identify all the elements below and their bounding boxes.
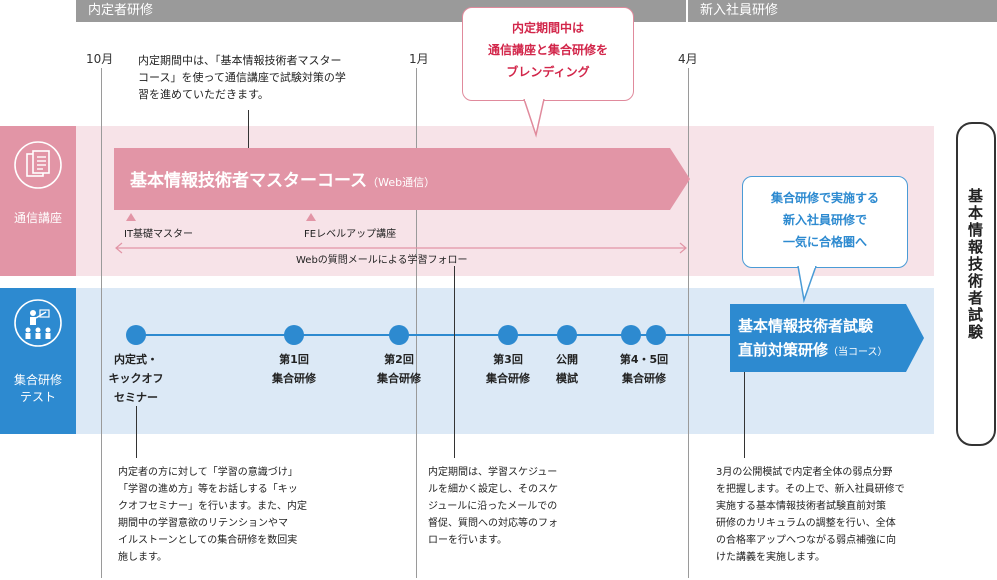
event-label-line: 公開 [556,353,578,366]
event-label-kickoff: 内定式・ キックオフ セミナー [96,350,176,407]
note-schedule: 内定期間は、学習スケジュー ルを細かく設定し、そのスケ ジュールに沿ったメールで… [428,464,558,549]
shinnyu-callout: 集合研修で実施する 新入社員研修で 一気に合格圏へ [742,176,908,268]
note-line: を把握します。その上で、新入社員研修で [716,484,905,495]
shinnyu-callout-line: 新入社員研修で [782,213,867,227]
timeline-line-april [688,68,689,578]
timeline-line-january [416,68,417,578]
note-line: 実施する基本情報技術者試験直前対策 [716,501,886,512]
phase-label-naiteisha: 内定者研修 [88,3,154,18]
month-october: 10月 [86,52,114,66]
final-course-text: 基本情報技術者試験 直前対策研修（当コース） [738,314,888,365]
course-arrow [114,148,690,210]
marker-fe-levelup: FEレベルアップ講座 [304,229,397,240]
final-course-arrow [730,304,924,372]
event-dot-1 [284,325,304,345]
timeline-axis [136,334,736,336]
note-kickoff: 内定者の方に対して「学習の意識づけ」 「学習の進め方」等をお話しする「キッ クオ… [118,464,307,566]
event-label-1: 第1回 集合研修 [256,350,332,388]
blend-callout-line: 通信講座と集合研修を [487,43,608,57]
note-line: 研修のカリキュラムの調整を行い、全体 [716,518,896,529]
note-connector-right [744,372,745,458]
phase-bar-shinnyu: 新入社員研修 [688,0,997,22]
event-label-line: 第1回 [279,353,309,366]
event-dot-moshi [557,325,577,345]
event-label-moshi: 公開 模試 [541,350,593,388]
triangle-marker-icon [126,213,136,221]
shinnyu-callout-tail [797,266,817,303]
blend-callout-line: ブレンディング [506,65,590,79]
row-label-tsushin-text: 通信講座 [13,211,62,225]
note-moshi: 3月の公開模試で内定者全体の弱点分野 を把握します。その上で、新入社員研修で 実… [716,464,905,566]
event-label-2: 第2回 集合研修 [361,350,437,388]
event-label-line: 第4・5回 [619,353,669,366]
event-label-line: 第2回 [384,353,414,366]
event-label-line: キックオフ [108,372,164,385]
exam-label: 基本情報技術者試験 [966,188,984,341]
event-dot-4 [621,325,641,345]
event-label-line: 集合研修 [622,372,666,385]
intro-note-line: コース」を使って通信講座で試験対策の学 [138,71,346,84]
month-january: 1月 [409,52,429,66]
intro-note: 内定期間中は、「基本情報技術者マスター コース」を使って通信講座で試験対策の学 … [138,52,346,103]
web-follow-arrow [115,242,687,254]
note-connector-left [136,406,137,458]
shinnyu-callout-line: 一気に合格圏へ [782,235,867,249]
final-course-sub: （当コース） [828,347,888,358]
row-label-shugo: 集合研修 テスト [0,288,76,434]
note-line: 施します。 [118,552,167,563]
event-dot-kickoff [126,325,146,345]
triangle-marker-icon [306,213,316,221]
event-label-line: セミナー [114,391,158,404]
note-line: 「学習の進め方」等をお話しする「キッ [118,484,298,495]
month-april: 4月 [678,52,698,66]
row-label-tsushin: 通信講座 [0,126,76,276]
row-label-shugo-text-2: テスト [19,390,56,404]
note-line: けた講義を実施します。 [716,552,825,563]
course-arrow-title: 基本情報技術者マスターコース（Web通信） [130,166,435,191]
marker-it-kiso: IT基礎マスター [124,229,194,240]
event-dot-2 [389,325,409,345]
blend-callout: 内定期間中は 通信講座と集合研修を ブレンディング [462,7,634,101]
final-course-line1: 基本情報技術者試験 [738,317,874,335]
note-line: ルを細かく設定し、そのスケ [428,484,558,495]
row-label-shugo-text-1: 集合研修 [13,373,62,387]
note-line: ジュールに沿ったメールでの [428,501,558,512]
seminar-icon [13,298,63,348]
document-icon [13,140,63,190]
note-line: ローを行います。 [428,535,507,546]
note-line: イルストーンとしての集合研修を数回実 [118,535,298,546]
intro-note-connector [248,110,249,148]
event-label-line: 模試 [556,372,578,385]
blend-callout-line: 内定期間中は [511,21,584,35]
event-label-line: 集合研修 [272,372,316,385]
event-label-line: 集合研修 [486,372,530,385]
event-dot-5 [646,325,666,345]
exam-box: 基本情報技術者試験 [956,122,996,446]
timeline-line-october [101,68,102,578]
event-label-line: 第3回 [493,353,523,366]
event-dot-3 [498,325,518,345]
event-label-3: 第3回 集合研修 [470,350,546,388]
intro-note-line: 習を進めていただきます。 [138,88,269,101]
course-sub: （Web通信） [367,176,436,189]
event-label-line: 集合研修 [377,372,421,385]
event-label-line: 内定式・ [114,353,158,366]
note-line: クオフセミナー」を行います。また、内定 [118,501,307,512]
intro-note-line: 内定期間中は、「基本情報技術者マスター [138,54,342,67]
final-course-line2: 直前対策研修 [738,341,829,359]
note-line: 3月の公開模試で内定者全体の弱点分野 [716,467,893,478]
shinnyu-callout-line: 集合研修で実施する [770,191,879,205]
phase-label-shinnyu: 新入社員研修 [700,3,779,18]
note-line: 督促、質問への対応等のフォ [428,518,558,529]
note-line: の合格率アップへつながる弱点補強に向 [716,535,896,546]
note-line: 内定期間は、学習スケジュー [428,467,558,478]
blend-callout-tail [523,99,545,138]
note-connector-mid [454,266,455,458]
note-line: 内定者の方に対して「学習の意識づけ」 [118,467,298,478]
web-follow-label: Webの質問メールによる学習フォロー [296,255,468,266]
note-line: 期間中の学習意欲のリテンションやマ [118,518,288,529]
course-title: 基本情報技術者マスターコース [130,171,368,191]
event-label-4-5: 第4・5回 集合研修 [606,350,682,388]
